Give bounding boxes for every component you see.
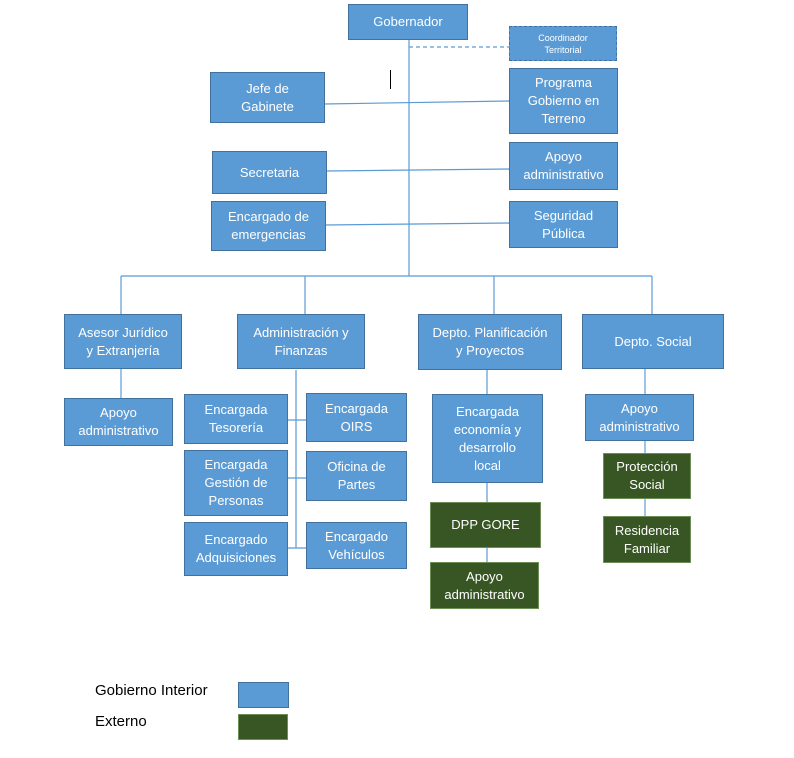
legend-label-interior: Gobierno Interior xyxy=(95,682,208,699)
connector-gabinete xyxy=(323,100,510,105)
text-cursor xyxy=(390,70,391,89)
node-encargado-vehiculos: Encargado Vehículos xyxy=(306,522,407,569)
node-encargada-economia: Encargada economía y desarrollo local xyxy=(432,394,543,483)
node-apoyo-administrativo-planificacion: Apoyo administrativo xyxy=(430,562,539,609)
node-depto-planificacion: Depto. Planificación y Proyectos xyxy=(418,314,562,370)
legend-label-externo: Externo xyxy=(95,713,147,730)
node-encargada-gestion-personas: Encargada Gestión de Personas xyxy=(184,450,288,516)
node-encargada-oirs: Encargada OIRS xyxy=(306,393,407,442)
connector-emergencias xyxy=(324,222,510,226)
legend-swatch-externo xyxy=(238,714,288,740)
node-apoyo-administrativo-top: Apoyo administrativo xyxy=(509,142,618,190)
node-depto-social: Depto. Social xyxy=(582,314,724,369)
node-programa-gobierno-terreno: Programa Gobierno en Terreno xyxy=(509,68,618,134)
node-proteccion-social: Protección Social xyxy=(603,453,691,499)
node-oficina-partes: Oficina de Partes xyxy=(306,451,407,501)
node-apoyo-administrativo-juridico: Apoyo administrativo xyxy=(64,398,173,446)
connector-secretaria xyxy=(325,168,510,172)
node-jefe-gabinete: Jefe de Gabinete xyxy=(210,72,325,123)
node-seguridad-publica: Seguridad Pública xyxy=(509,201,618,248)
node-encargada-tesoreria: Encargada Tesorería xyxy=(184,394,288,444)
node-encargado-emergencias: Encargado de emergencias xyxy=(211,201,326,251)
node-gobernador: Gobernador xyxy=(348,4,468,40)
node-encargado-adquisiciones: Encargado Adquisiciones xyxy=(184,522,288,576)
node-residencia-familiar: Residencia Familiar xyxy=(603,516,691,563)
node-secretaria: Secretaria xyxy=(212,151,327,194)
node-apoyo-administrativo-social: Apoyo administrativo xyxy=(585,394,694,441)
node-coordinador-territorial: Coordinador Territorial xyxy=(509,26,617,61)
node-dpp-gore: DPP GORE xyxy=(430,502,541,548)
legend-swatch-interior xyxy=(238,682,289,708)
node-administracion-finanzas: Administración y Finanzas xyxy=(237,314,365,369)
node-asesor-juridico: Asesor Jurídico y Extranjería xyxy=(64,314,182,369)
